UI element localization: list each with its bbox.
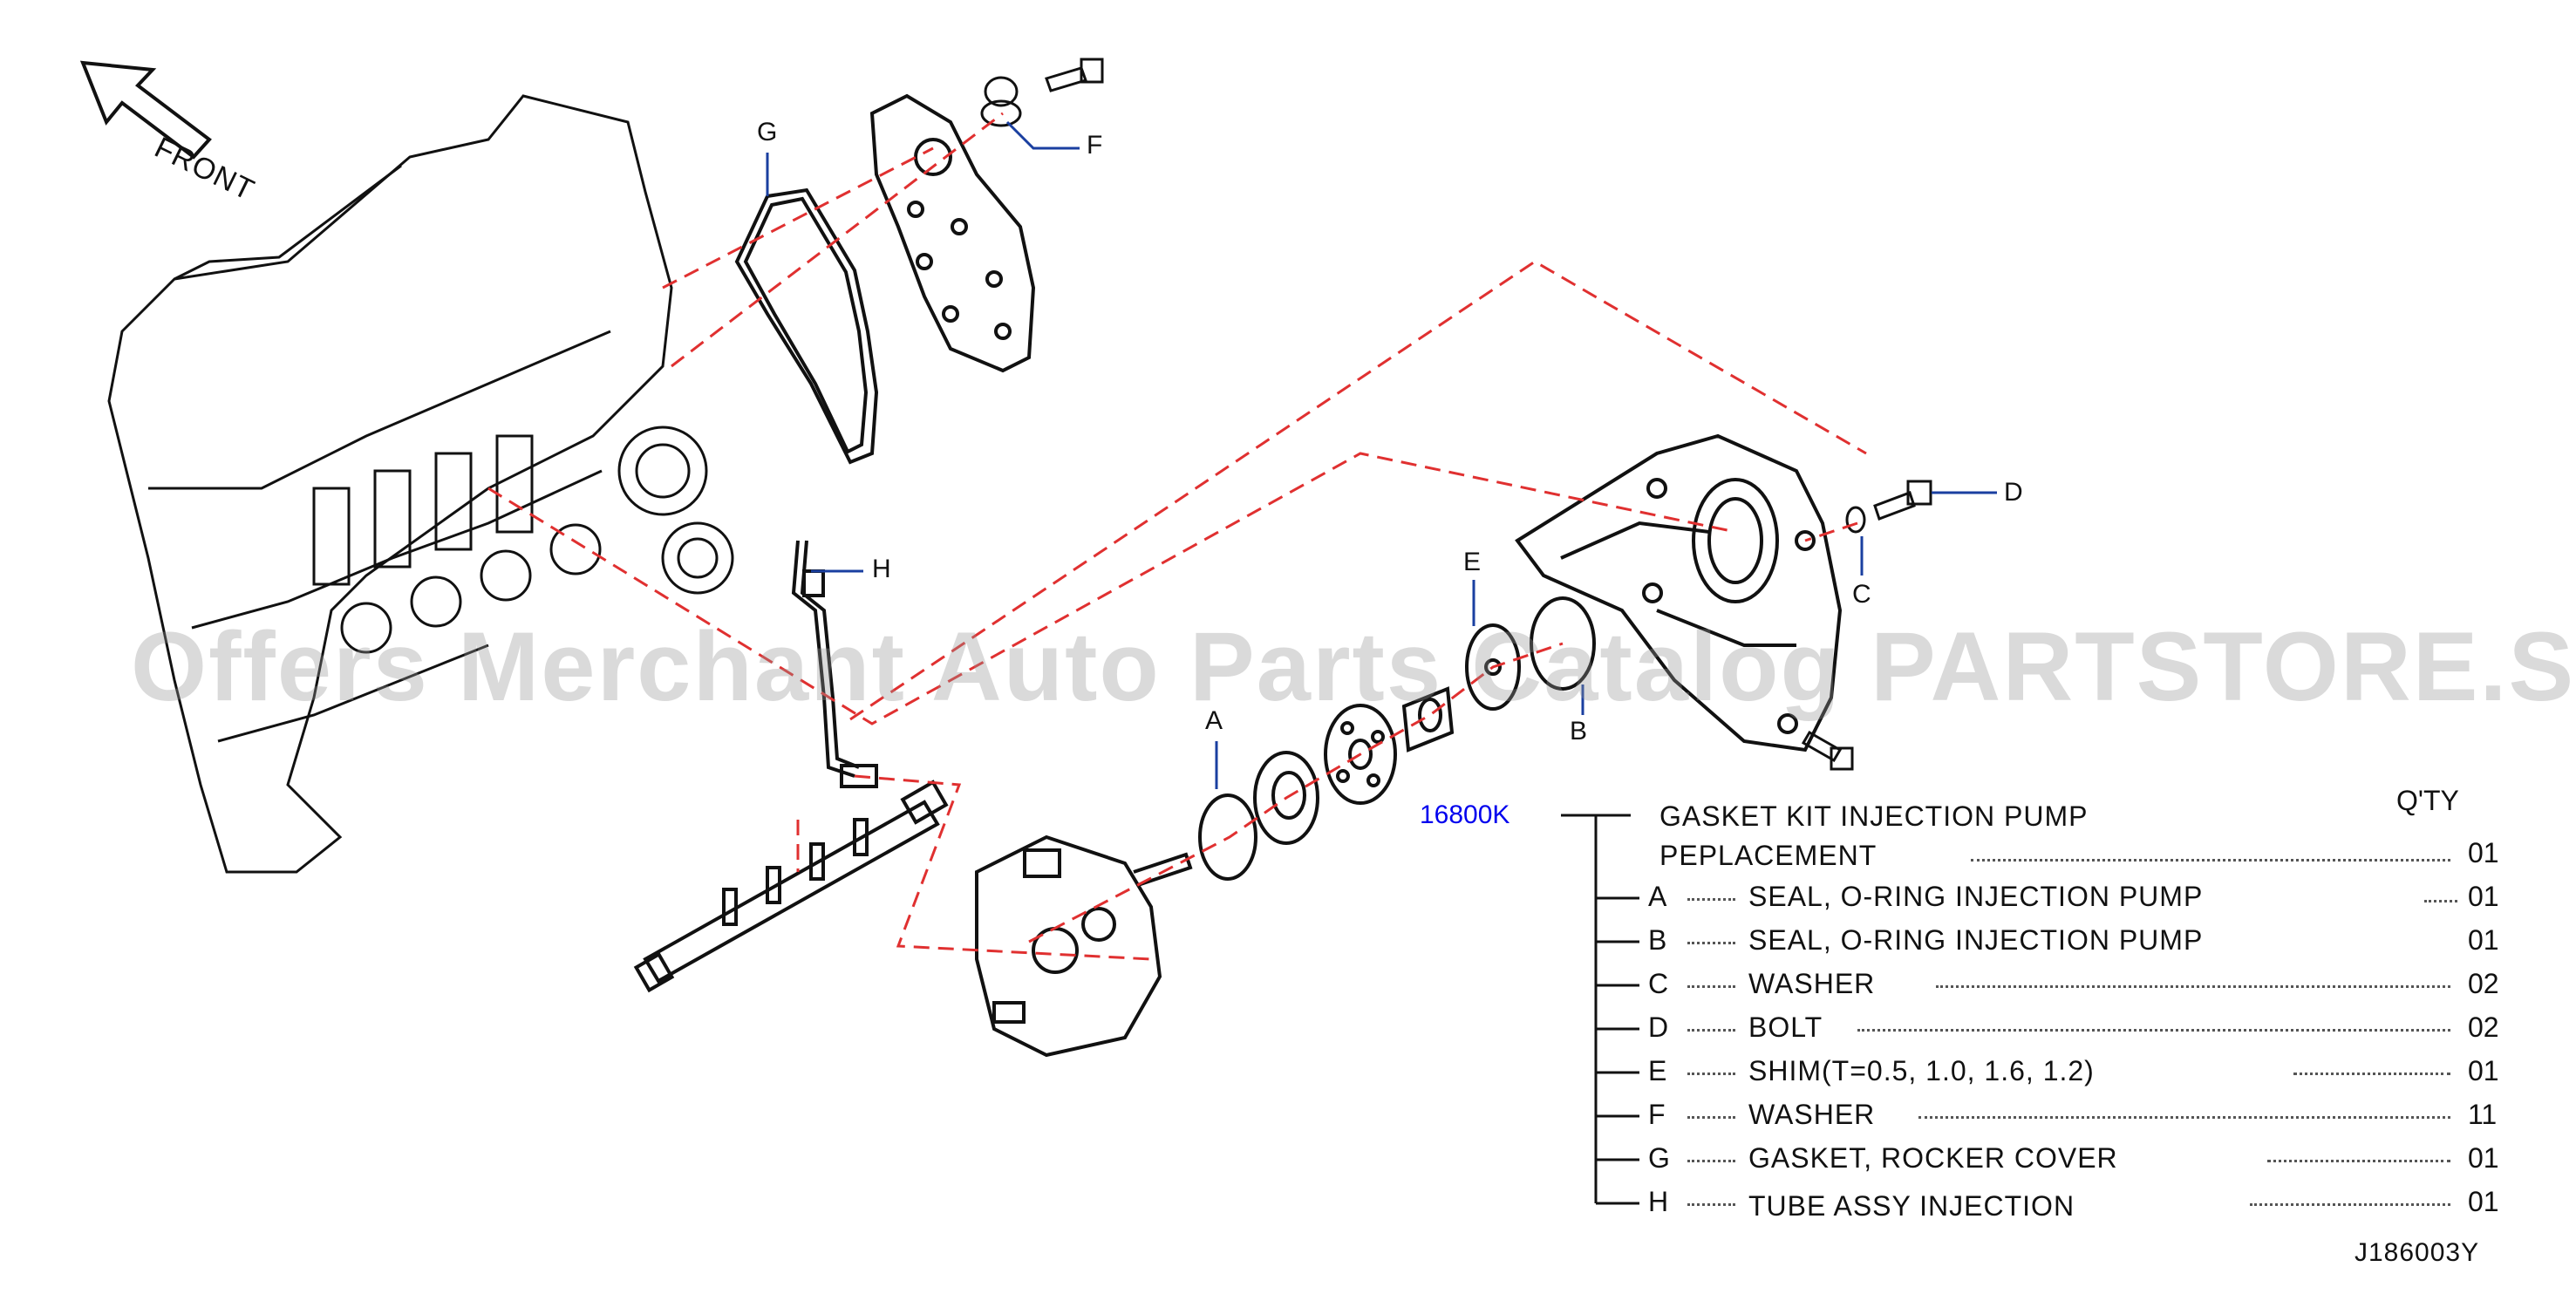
- front-arrow-icon: [79, 60, 212, 160]
- fuel-rail: [633, 780, 949, 993]
- callout-f: F: [1087, 131, 1103, 160]
- bolt-lower: [1801, 730, 1854, 771]
- washer-f: [980, 76, 1022, 127]
- component-qty: 01: [2468, 1055, 2499, 1086]
- component-letter: D: [1648, 1011, 1670, 1043]
- component-letter: E: [1648, 1055, 1668, 1086]
- bolt-d: [1873, 480, 1932, 521]
- kit-qty: 01: [2468, 837, 2499, 868]
- timing-cover: [869, 93, 1036, 373]
- callout-h: H: [872, 555, 891, 583]
- leader-lines: [766, 120, 1997, 789]
- kit-title-line2: PEPLACEMENT: [1659, 840, 1877, 871]
- bushing: [1401, 686, 1455, 753]
- callout-b: B: [1570, 717, 1588, 746]
- injection-pump: [975, 834, 1193, 1058]
- callout-c: C: [1852, 580, 1871, 609]
- qty-header: Q'TY: [2396, 785, 2459, 816]
- watermark: Offers Merchant Auto Parts Catalog PARTS…: [131, 612, 2576, 721]
- kit-title-line1: GASKET KIT INJECTION PUMP: [1659, 800, 2089, 832]
- component-tree: [1561, 814, 1639, 1205]
- component-letter: F: [1648, 1099, 1666, 1130]
- component-name: SEAL, O-RING INJECTION PUMP: [1748, 924, 2204, 956]
- callout-g: G: [757, 118, 778, 146]
- component-name: WASHER: [1748, 1099, 1876, 1130]
- engine-block: [107, 94, 734, 874]
- component-letter: B: [1648, 924, 1668, 956]
- component-name: SHIM(T=0.5, 1.0, 1.6, 1.2): [1748, 1055, 2095, 1086]
- drive-hub: [1324, 704, 1397, 805]
- shim-e: [1465, 623, 1521, 711]
- component-letter: G: [1648, 1142, 1671, 1174]
- top-bolt: [1045, 58, 1104, 92]
- tube-assy-injection: [791, 540, 878, 788]
- washer-c: [1845, 506, 1866, 534]
- kit-leader-dots: [1971, 859, 2450, 862]
- component-qty: 02: [2468, 968, 2499, 999]
- component-letter: A: [1648, 881, 1668, 912]
- callout-a: A: [1205, 706, 1223, 735]
- diagram-code: J186003Y: [2355, 1238, 2480, 1267]
- pump-bracket: [1515, 433, 1843, 753]
- component-name: GASKET, ROCKER COVER: [1748, 1142, 2118, 1174]
- component-name: SEAL, O-RING INJECTION PUMP: [1748, 881, 2204, 912]
- pump-flange: [1253, 751, 1319, 845]
- seal-o-ring-b: [1530, 596, 1596, 691]
- component-qty: 01: [2468, 881, 2499, 912]
- component-qty: 01: [2468, 1186, 2499, 1217]
- component-name: BOLT: [1748, 1011, 1823, 1043]
- component-name: TUBE ASSY INJECTION: [1748, 1190, 2075, 1222]
- callout-e: E: [1463, 548, 1482, 576]
- component-name: WASHER: [1748, 968, 1876, 999]
- component-qty: 01: [2468, 924, 2499, 956]
- alignment-lines: [487, 112, 1867, 961]
- component-qty: 11: [2468, 1099, 2498, 1130]
- component-letter: H: [1648, 1186, 1670, 1217]
- component-qty: 01: [2468, 1142, 2499, 1174]
- gasket-rocker-cover: [734, 187, 879, 465]
- part-number[interactable]: 16800K: [1420, 800, 1510, 829]
- component-qty: 02: [2468, 1011, 2499, 1043]
- seal-o-ring-a: [1198, 793, 1257, 881]
- component-letter: C: [1648, 968, 1670, 999]
- callout-d: D: [2004, 478, 2023, 507]
